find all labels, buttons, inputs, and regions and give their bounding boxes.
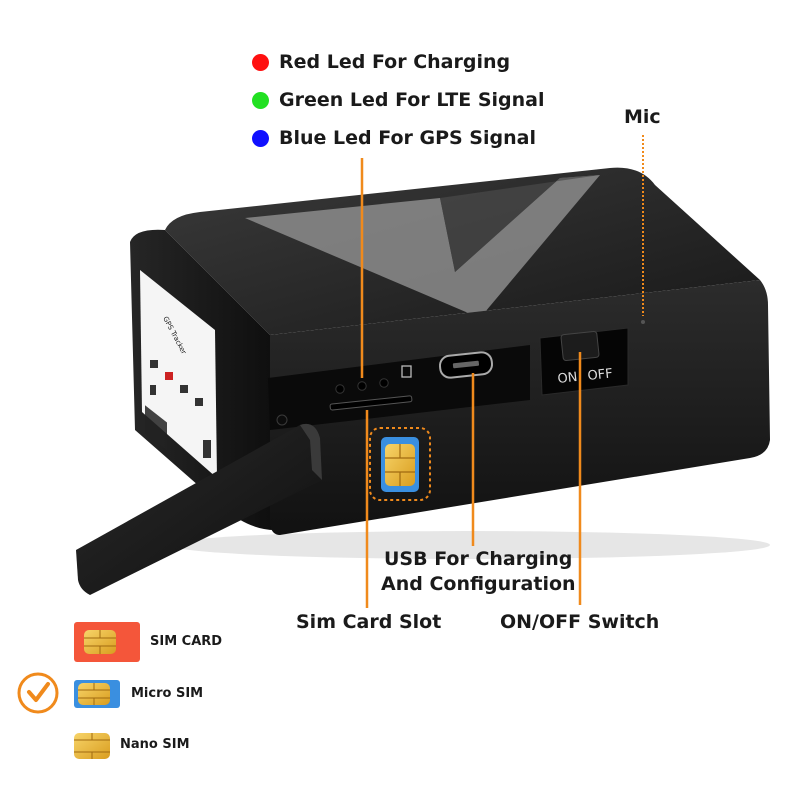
switch-on-label: ON [557,370,578,387]
switch-label: ON/OFF Switch [500,611,660,633]
sim-card-label: SIM CARD [150,634,223,649]
sim-type-nano-sim: Nano SIM [120,737,190,752]
legend-blue-led: Blue Led For GPS Signal [252,124,536,152]
micro-sim-icon-chip [78,683,110,705]
micro-sim-label: Micro SIM [131,686,204,701]
qr-code-icon [145,405,167,451]
sim-type-micro-sim: Micro SIM [131,686,203,701]
mic-hole [641,320,645,324]
sim-card-chip [84,630,116,654]
top-stripe [245,175,600,318]
switch-toggle[interactable] [560,330,600,362]
certification-icons [150,360,211,458]
rubber-flap[interactable] [76,423,322,595]
top-stripe-shade [440,175,600,272]
ground-shadow [170,531,770,559]
led-hole-blue [379,378,389,388]
led-hole-green [357,381,367,391]
nano-sim-icon-lines [74,733,110,759]
sim-slot-label: Sim Card Slot [296,611,442,633]
usb-label-line1: USB For Charging [384,548,573,570]
screw-icon [276,414,288,426]
micro-sim-highlight [369,427,431,501]
usb-port-tongue [452,360,480,369]
micro-sim-chip-lines [385,444,415,486]
green-dot-icon [252,91,269,109]
legend-green-led: Green Led For LTE Signal [252,86,545,114]
usb-label-line2: And Configuration [381,573,576,595]
blue-dot-icon [252,129,269,147]
legend-blue-label: Blue Led For GPS Signal [279,127,536,149]
check-circle-icon [17,672,59,714]
sim-card-chip-lines [84,630,116,654]
switch-off-label: OFF [587,366,614,384]
mic-label: Mic [624,106,661,128]
led-hole-red [335,384,345,394]
rubber-flap-edge [300,423,322,480]
legend-red-led: Red Led For Charging [252,48,510,76]
red-dot-icon [252,53,269,71]
sim-slot-icon [401,365,412,378]
check-mark-icon [27,682,50,702]
sim-type-sim-card: SIM CARD [150,634,222,649]
micro-sim-chip [385,444,415,486]
sim-slot[interactable] [329,395,413,411]
legend-green-label: Green Led For LTE Signal [279,89,545,111]
nano-sim-label: Nano SIM [120,737,190,752]
micro-sim-icon-lines [78,683,110,705]
legend-red-label: Red Led For Charging [279,51,511,73]
